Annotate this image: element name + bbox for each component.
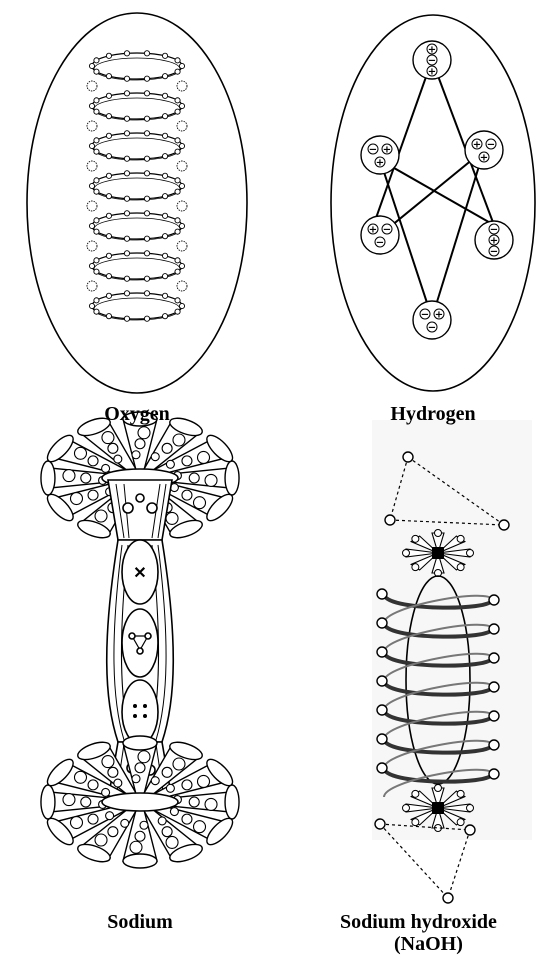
hydrogen-charge: − bbox=[376, 238, 384, 249]
hydrogen-charge: + bbox=[376, 158, 384, 169]
hydrogen-charge: + bbox=[428, 67, 436, 78]
hydrogen-charge: − bbox=[428, 323, 436, 334]
oxygen-loop bbox=[87, 51, 187, 91]
oxygen-loop bbox=[87, 251, 187, 291]
oxygen-diagram bbox=[27, 13, 247, 393]
naoh-star-core bbox=[432, 802, 444, 814]
hydrogen-charge: − bbox=[428, 56, 436, 67]
hydrogen-bonds bbox=[370, 60, 494, 318]
hydrogen-charge: + bbox=[435, 310, 443, 321]
caption-sodium-hydroxide: Sodium hydroxide (NaOH) bbox=[340, 911, 543, 955]
sodium-hydroxide-diagram bbox=[372, 420, 532, 903]
hydrogen-charge: − bbox=[487, 140, 495, 151]
svg-text:✕: ✕ bbox=[133, 565, 146, 582]
oxygen-loop bbox=[87, 171, 187, 211]
oxygen-loop bbox=[87, 131, 187, 171]
caption-sodium-hydroxide-line1: Sodium hydroxide bbox=[340, 911, 543, 933]
hydrogen-body: −++ bbox=[361, 136, 399, 174]
hydrogen-charge: + bbox=[490, 236, 498, 247]
oxygen-loop bbox=[89, 291, 184, 322]
hydrogen-charge: − bbox=[369, 145, 377, 156]
caption-sodium-hydroxide-line2: (NaOH) bbox=[340, 933, 543, 955]
hydrogen-body: −+− bbox=[413, 301, 451, 339]
hydrogen-body: +−− bbox=[361, 216, 399, 254]
sodium-segment-3 bbox=[122, 680, 158, 744]
hydrogen-charge: − bbox=[490, 225, 498, 236]
hydrogen-body: +−+ bbox=[413, 41, 451, 79]
hydrogen-charge: + bbox=[473, 140, 481, 151]
sodium-segment-2 bbox=[122, 609, 158, 677]
hydrogen-charge: + bbox=[428, 45, 436, 56]
caption-sodium: Sodium bbox=[70, 911, 210, 933]
caption-oxygen: Oxygen bbox=[67, 403, 207, 425]
hydrogen-body: −+− bbox=[475, 221, 513, 259]
naoh-star-top bbox=[403, 530, 474, 577]
caption-hydrogen: Hydrogen bbox=[363, 403, 503, 425]
oxygen-loop bbox=[87, 91, 187, 131]
oxygen-outline bbox=[27, 13, 247, 393]
hydrogen-charge: − bbox=[421, 310, 429, 321]
oxygen-spiral bbox=[87, 51, 187, 322]
naoh-star-core bbox=[432, 547, 444, 559]
hydrogen-bodies: +−+−+++−++−−−+−−+− bbox=[361, 41, 513, 339]
oxygen-loop bbox=[87, 211, 187, 251]
naoh-star-bottom bbox=[403, 785, 474, 832]
hydrogen-diagram: +−+−+++−++−−−+−−+− bbox=[331, 15, 535, 391]
hydrogen-charge: + bbox=[369, 225, 377, 236]
sodium-diagram: ✕ bbox=[41, 412, 239, 868]
hydrogen-charge: + bbox=[383, 145, 391, 156]
hydrogen-body: +−+ bbox=[465, 131, 503, 169]
hydrogen-charge: − bbox=[490, 247, 498, 258]
hydrogen-charge: − bbox=[383, 225, 391, 236]
hydrogen-charge: + bbox=[480, 153, 488, 164]
